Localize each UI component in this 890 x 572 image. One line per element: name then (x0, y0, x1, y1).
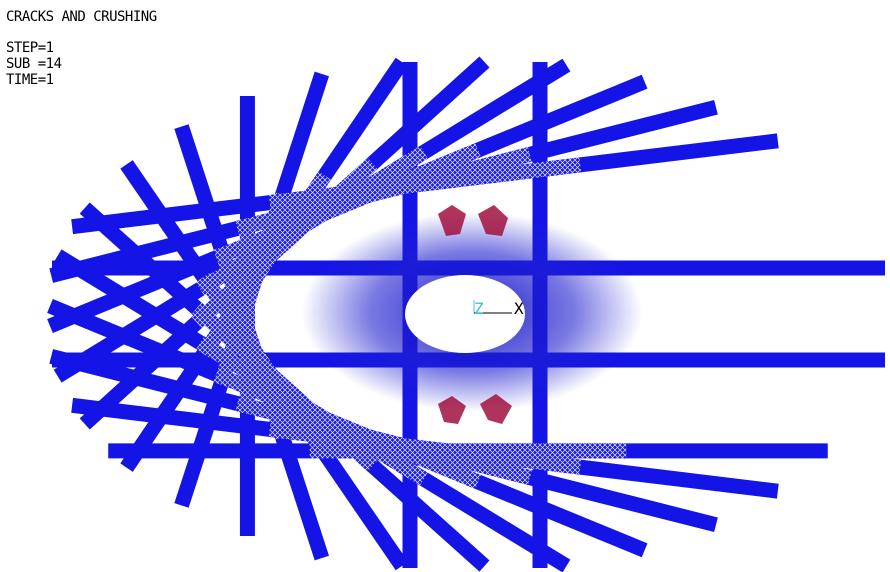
central-hole (405, 275, 525, 353)
axis-triad: Z X (473, 299, 524, 318)
crack-zone-lower-left (438, 396, 466, 424)
time-readout: TIME=1 (6, 72, 54, 88)
substep-readout: SUB =14 (6, 56, 62, 72)
solution-status: STEP=1 SUB =14 TIME=1 (6, 40, 62, 88)
truss-bars-mesh (191, 143, 627, 489)
crack-zones (438, 205, 512, 424)
crack-zone-upper-right (478, 205, 508, 236)
step-readout: STEP=1 (6, 40, 54, 56)
triad-x-label: X (514, 299, 524, 318)
plot-title: CRACKS AND CRUSHING (6, 9, 157, 25)
triad-z-label: Z (474, 299, 484, 318)
crack-zone-upper-left (438, 205, 466, 236)
crack-zone-lower-right (480, 394, 512, 424)
truss-bar-mesh-segment (268, 157, 582, 211)
